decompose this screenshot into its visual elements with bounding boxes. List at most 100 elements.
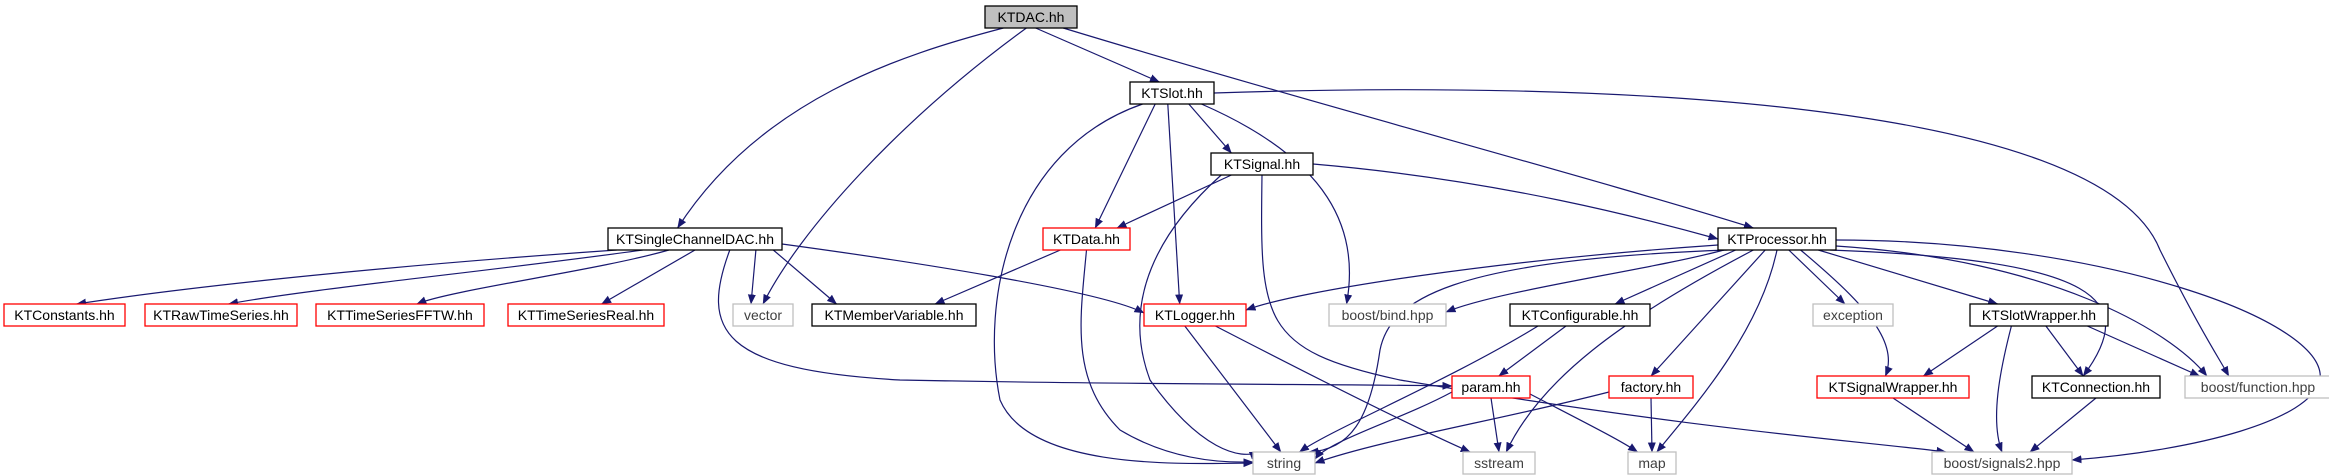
node-kttimeseriesreal[interactable]: KTTimeSeriesReal.hh [507, 303, 665, 327]
node-label-ktsignalwrapper: KTSignalWrapper.hh [1829, 379, 1958, 395]
node-box-ktdata [1042, 227, 1131, 251]
node-label-string: string [1267, 455, 1301, 471]
node-label-ktsignal: KTSignal.hh [1224, 156, 1300, 172]
node-map[interactable]: map [1627, 451, 1677, 475]
edge-ktprocessor-to-boostbind [1445, 249, 1725, 313]
edge-ktsinglechanneldac-to-ktlogger [781, 243, 1145, 314]
node-box-ktconfigurable [1509, 303, 1651, 327]
node-box-ktconstants [3, 303, 126, 327]
node-boostfunction[interactable]: boost/function.hpp [2184, 375, 2329, 399]
edge-ktsinglechanneldac-to-kttimeseriesfftw [416, 249, 670, 305]
node-box-ktslotwrapper [1969, 303, 2109, 327]
edge-ktlogger-to-string [1184, 325, 1282, 453]
node-ktslotwrapper[interactable]: KTSlotWrapper.hh [1969, 303, 2109, 327]
node-kttimeseriesfftw[interactable]: KTTimeSeriesFFTW.hh [315, 303, 485, 327]
node-label-exception: exception [1823, 307, 1883, 323]
edge-ktsinglechanneldac-to-ktmembervariable [772, 249, 837, 305]
edge-ktprocessor-to-ktslotwrapper [1818, 249, 1999, 306]
node-ktslot[interactable]: KTSlot.hh [1129, 81, 1215, 105]
edge-ktslot-to-ktdata [1094, 103, 1156, 229]
edge-ktsinglechanneldac-to-param [717, 249, 1453, 390]
node-boostbind[interactable]: boost/bind.hpp [1328, 303, 1447, 327]
edge-ktslot-to-string [993, 103, 1254, 468]
node-box-boostfunction [2184, 375, 2329, 399]
node-label-boostbind: boost/bind.hpp [1342, 307, 1434, 323]
node-ktconnection[interactable]: KTConnection.hh [2031, 375, 2161, 399]
node-box-ktslot [1129, 81, 1215, 105]
node-label-ktmembervariable: KTMemberVariable.hh [824, 307, 963, 323]
node-vector[interactable]: vector [732, 303, 794, 327]
edge-ktsignal-to-string [1139, 174, 1260, 460]
node-box-ktsignalwrapper [1816, 375, 1970, 399]
edge-ktdac-to-ktslot [1035, 27, 1160, 83]
node-box-boostsignals2 [1931, 451, 2073, 475]
node-ktprocessor[interactable]: KTProcessor.hh [1717, 227, 1837, 251]
node-label-ktlogger: KTLogger.hh [1155, 307, 1235, 323]
edge-ktsignalwrapper-to-boostsignals2 [1892, 397, 1975, 453]
node-sstream[interactable]: sstream [1462, 451, 1536, 475]
node-label-ktsinglechanneldac: KTSingleChannelDAC.hh [616, 231, 774, 247]
node-box-sstream [1462, 451, 1536, 475]
node-ktconstants[interactable]: KTConstants.hh [3, 303, 126, 327]
edge-factory-to-string [1314, 391, 1610, 464]
edge-ktsinglechanneldac-to-kttimeseriesreal [601, 249, 696, 305]
edge-ktsignal-to-ktprocessor [1312, 163, 1719, 241]
node-label-boostfunction: boost/function.hpp [2201, 379, 2316, 395]
node-box-kttimeseriesreal [507, 303, 665, 327]
node-box-ktlogger [1143, 303, 1247, 327]
node-ktsinglechanneldac[interactable]: KTSingleChannelDAC.hh [607, 227, 783, 251]
edge-ktprocessor-to-ktlogger [1245, 244, 1719, 311]
node-label-ktconstants: KTConstants.hh [14, 307, 114, 323]
node-exception[interactable]: exception [1812, 303, 1894, 327]
node-label-vector: vector [744, 307, 782, 323]
node-box-boostbind [1328, 303, 1447, 327]
node-label-ktconfigurable: KTConfigurable.hh [1522, 307, 1639, 323]
edge-ktsinglechanneldac-to-vector [747, 249, 757, 305]
node-box-map [1627, 451, 1677, 475]
edge-ktprocessor-to-ktconfigurable [1614, 249, 1736, 305]
node-label-factory: factory.hh [1621, 379, 1681, 395]
edge-ktslot-to-boostbind [1201, 103, 1353, 305]
node-layer: KTDAC.hhKTSlot.hhKTSignal.hhKTSingleChan… [3, 5, 2329, 475]
node-ktconfigurable[interactable]: KTConfigurable.hh [1509, 303, 1651, 327]
edge-ktdata-to-ktmembervariable [934, 249, 1061, 305]
edge-ktprocessor-to-exception [1788, 249, 1846, 305]
node-box-ktdac [984, 5, 1078, 29]
node-ktsignalwrapper[interactable]: KTSignalWrapper.hh [1816, 375, 1970, 399]
edge-ktprocessor-to-string [1308, 249, 1728, 456]
edge-ktslotwrapper-to-ktsignalwrapper [1922, 325, 1998, 377]
node-box-vector [732, 303, 794, 327]
node-ktsignal[interactable]: KTSignal.hh [1210, 152, 1314, 176]
edge-ktslot-to-ktlogger [1167, 103, 1184, 305]
node-ktrawtimeseries[interactable]: KTRawTimeSeries.hh [144, 303, 298, 327]
node-ktmembervariable[interactable]: KTMemberVariable.hh [811, 303, 977, 327]
edge-ktdac-to-ktsinglechanneldac [677, 27, 1004, 229]
node-label-ktdac: KTDAC.hh [998, 9, 1065, 25]
node-factory[interactable]: factory.hh [1608, 375, 1694, 399]
node-ktdata[interactable]: KTData.hh [1042, 227, 1131, 251]
node-box-ktconnection [2031, 375, 2161, 399]
edge-ktconfigurable-to-string [1299, 325, 1539, 453]
node-label-ktdata: KTData.hh [1053, 231, 1120, 247]
node-ktdac[interactable]: KTDAC.hh [984, 5, 1078, 29]
node-string[interactable]: string [1252, 451, 1316, 475]
edge-param-to-string [1314, 391, 1453, 460]
node-label-sstream: sstream [1474, 455, 1524, 471]
node-ktlogger[interactable]: KTLogger.hh [1143, 303, 1247, 327]
edge-ktprocessor-to-factory [1650, 249, 1766, 377]
node-param[interactable]: param.hh [1451, 375, 1531, 399]
node-label-param: param.hh [1461, 379, 1520, 395]
node-label-ktrawtimeseries: KTRawTimeSeries.hh [153, 307, 289, 323]
edge-ktprocessor-to-boostfunction [1835, 245, 2208, 377]
edge-ktlogger-to-sstream [1215, 325, 1471, 453]
edge-param-to-map [1529, 393, 1639, 453]
edge-ktprocessor-to-map [1656, 249, 1778, 453]
edge-param-to-sstream [1490, 397, 1502, 453]
node-label-map: map [1638, 455, 1665, 471]
node-box-exception [1812, 303, 1894, 327]
node-boostsignals2[interactable]: boost/signals2.hpp [1931, 451, 2073, 475]
node-label-ktslot: KTSlot.hh [1141, 85, 1202, 101]
node-label-ktconnection: KTConnection.hh [2042, 379, 2150, 395]
edge-ktslotwrapper-to-boostsignals2 [1994, 325, 2012, 453]
